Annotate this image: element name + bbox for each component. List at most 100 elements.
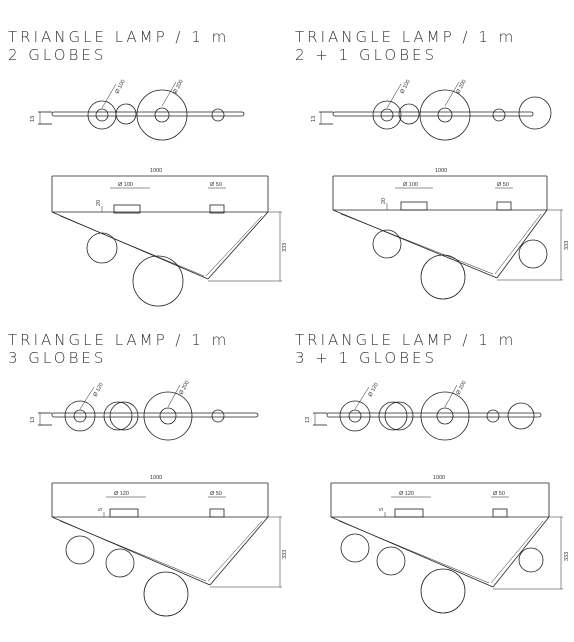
globe-large xyxy=(136,89,188,141)
globe-end xyxy=(211,409,225,423)
globe-small-front xyxy=(65,535,95,565)
canopy-small xyxy=(209,204,225,214)
technical-drawing: 13 Ø 120 Ø 200 1000 Ø 120 Ø 5 xyxy=(305,380,570,614)
canopy-large xyxy=(400,201,428,211)
globe-small-front xyxy=(86,232,118,264)
tube-top xyxy=(51,111,245,117)
top-diameter-large: Ø 200 xyxy=(178,380,190,396)
front-diameter-canopy: Ø 100 xyxy=(403,182,418,188)
panel-subtitle: 2 + 1 GLOBES xyxy=(295,46,438,64)
front-offset-label: 20 xyxy=(381,198,387,204)
front-diameter-small-canopy: Ø 50 xyxy=(210,491,222,497)
front-height-label: 333 xyxy=(282,550,288,559)
front-diameter-small-canopy: Ø 50 xyxy=(497,182,509,188)
top-height-label: 13 xyxy=(30,116,36,122)
front-view xyxy=(330,482,563,614)
front-height-label: 333 xyxy=(564,552,570,561)
top-diameter-large: Ø 200 xyxy=(455,380,467,396)
globe-mid-a xyxy=(378,401,408,431)
globe-end xyxy=(486,409,500,423)
canopy-large xyxy=(394,508,424,518)
globe-large-front xyxy=(420,254,466,300)
globe-small xyxy=(64,400,96,432)
globe-extra-front xyxy=(518,239,548,269)
front-height-label: 333 xyxy=(282,243,288,252)
canopy-large xyxy=(113,204,141,214)
globe-small xyxy=(339,400,371,432)
front-offset-label: 5 xyxy=(379,508,385,511)
top-diameter-large: Ø 200 xyxy=(455,79,467,95)
globe-end xyxy=(492,108,506,122)
panel-title: TRIANGLE LAMP / 1 m xyxy=(8,331,230,349)
globe-mid-front xyxy=(105,548,135,578)
globe-large xyxy=(419,89,471,141)
panel-2-globes: TRIANGLE LAMP / 1 m 2 GLOBES 13 Ø 100 Ø … xyxy=(0,0,288,321)
top-diameter-large: Ø 200 xyxy=(172,79,184,95)
globe-mid-front xyxy=(376,546,406,576)
panel-title: TRIANGLE LAMP / 1 m xyxy=(295,331,517,349)
top-diameter-small: Ø 120 xyxy=(92,382,104,398)
top-height-label: 13 xyxy=(30,417,36,423)
panel-title: TRIANGLE LAMP / 1 m xyxy=(295,28,517,46)
panel-title: TRIANGLE LAMP / 1 m xyxy=(8,28,230,46)
front-view xyxy=(332,175,563,300)
technical-drawing: 13 Ø 120 Ø 200 1000 Ø 120 Ø 50 5 xyxy=(30,380,288,617)
globe-extra-front xyxy=(518,547,544,573)
top-view xyxy=(38,81,245,141)
globe-small-front xyxy=(340,533,370,563)
globe-large-front xyxy=(132,255,184,307)
globe-mid xyxy=(115,103,137,125)
panel-2-plus-1-globes: TRIANGLE LAMP / 1 m 2 + 1 GLOBES 13 Ø 10… xyxy=(287,0,574,321)
globe-large xyxy=(143,391,193,441)
globe-large xyxy=(420,391,470,441)
front-diameter-canopy: Ø 120 xyxy=(114,491,129,497)
front-height-label: 333 xyxy=(564,241,570,250)
front-offset-label: 20 xyxy=(96,200,102,206)
panel-subtitle: 3 + 1 GLOBES xyxy=(295,349,438,367)
top-height-label: 13 xyxy=(305,417,311,423)
top-view xyxy=(38,384,259,441)
front-diameter-small-canopy: Ø 50 xyxy=(493,491,505,497)
top-diameter-small: Ø 120 xyxy=(367,382,379,398)
globe-mid-b xyxy=(109,401,139,431)
globe-extra xyxy=(507,402,535,430)
canopy-small xyxy=(492,508,508,518)
panel-subtitle: 2 GLOBES xyxy=(8,46,107,64)
front-width-label: 1000 xyxy=(150,168,162,174)
front-diameter-small-canopy: Ø 50 xyxy=(210,182,222,188)
panel-3-globes: TRIANGLE LAMP / 1 m 3 GLOBES 13 Ø 120 Ø … xyxy=(0,321,288,642)
technical-drawing: 13 Ø 100 Ø 200 1000 Ø 100 Ø 50 20 xyxy=(30,79,288,307)
top-diameter-small: Ø 100 xyxy=(114,79,126,95)
canopy-small xyxy=(496,201,512,211)
globe-mid-b xyxy=(384,401,414,431)
front-view xyxy=(51,482,282,617)
globe-extra xyxy=(518,96,552,130)
globe-mid-a xyxy=(103,401,133,431)
front-width-label: 1000 xyxy=(433,475,445,481)
globe-mid xyxy=(398,103,420,125)
tube-top xyxy=(326,412,542,418)
canopy-large xyxy=(109,508,139,518)
top-height-label: 13 xyxy=(311,116,317,122)
globe-small xyxy=(372,100,402,130)
globe-large-front xyxy=(420,568,466,614)
front-width-label: 1000 xyxy=(435,168,447,174)
tube-top xyxy=(332,111,534,117)
top-diameter-small: Ø 100 xyxy=(399,79,411,95)
front-diameter-canopy: Ø 100 xyxy=(118,182,133,188)
globe-small xyxy=(87,100,117,130)
top-view xyxy=(319,81,552,141)
front-view xyxy=(51,175,282,307)
globe-large-front xyxy=(143,571,189,617)
globe-small-front xyxy=(372,229,402,259)
front-width-label: 1000 xyxy=(150,475,162,481)
panel-subtitle: 3 GLOBES xyxy=(8,349,107,367)
tube-top xyxy=(51,412,259,418)
technical-drawing: 13 Ø 100 Ø 200 1000 Ø 100 Ø 50 2 xyxy=(311,79,570,300)
globe-end xyxy=(211,108,225,122)
front-diameter-canopy: Ø 120 xyxy=(399,491,414,497)
panel-3-plus-1-globes: TRIANGLE LAMP / 1 m 3 + 1 GLOBES 13 Ø 12… xyxy=(287,321,574,642)
top-view xyxy=(313,384,542,441)
front-offset-label: 5 xyxy=(98,508,104,511)
canopy-small xyxy=(209,508,225,518)
